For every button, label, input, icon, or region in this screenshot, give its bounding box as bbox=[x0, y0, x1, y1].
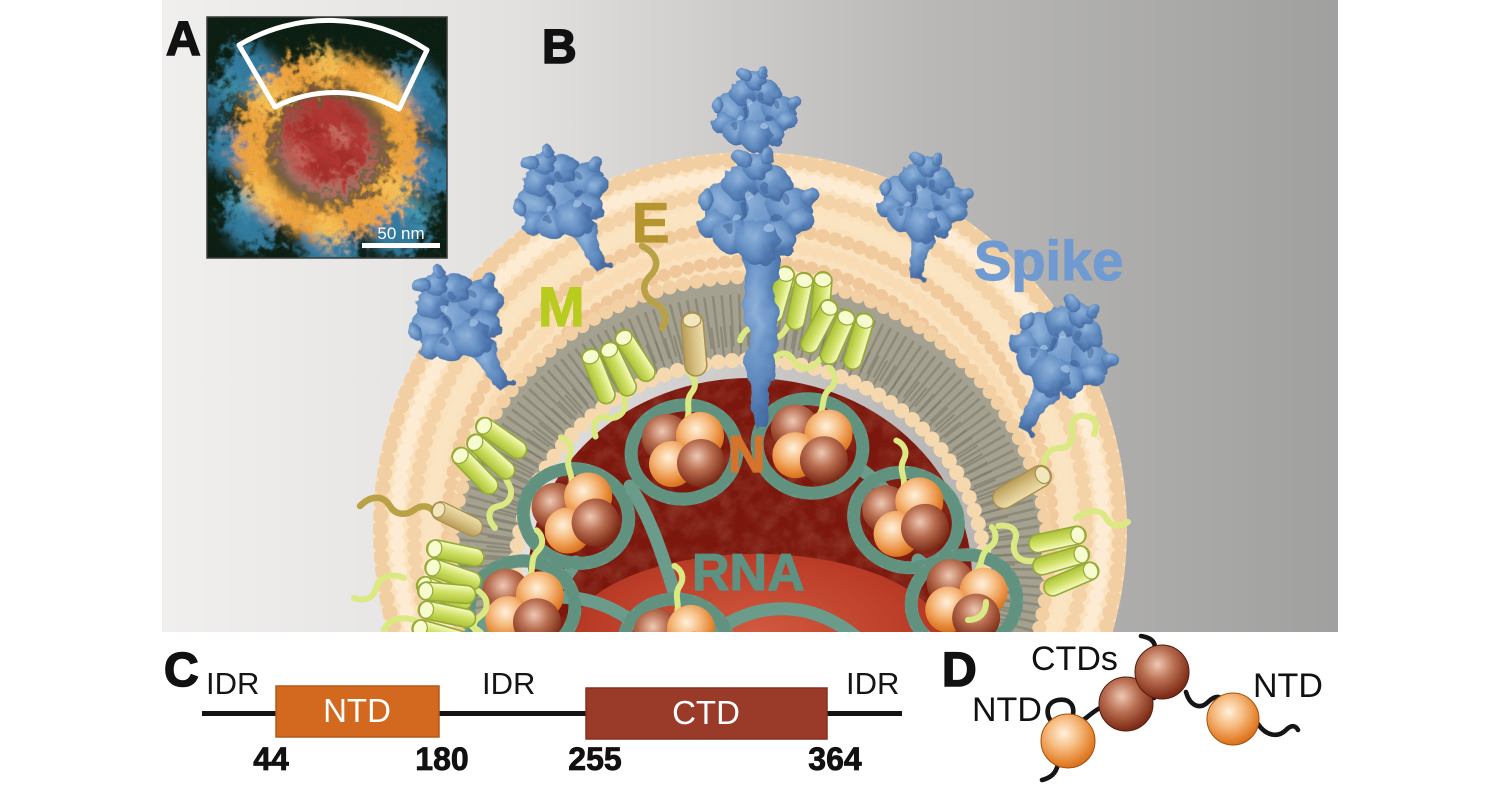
ntd-right-label: NTD bbox=[1253, 667, 1323, 705]
ctd-domain-label: CTD bbox=[672, 694, 740, 731]
e-protein-label: E bbox=[632, 191, 669, 254]
e-proteins bbox=[356, 242, 1099, 540]
panel-a-micrograph: 50 nm A bbox=[165, 12, 448, 259]
scale-bar bbox=[362, 243, 440, 248]
panel-a-label: A bbox=[166, 13, 201, 66]
em-frame bbox=[206, 16, 448, 259]
panel-c-domain-map: C IDR IDR IDR NTD CTD 44 180 255 364 bbox=[163, 643, 902, 777]
e-protein-tail bbox=[638, 242, 669, 332]
idr-label-middle: IDR bbox=[482, 666, 535, 701]
e-protein-tail bbox=[356, 494, 438, 517]
m-protein-label: M bbox=[538, 275, 585, 338]
idr-label-right: IDR bbox=[846, 666, 899, 701]
e-protein-tail bbox=[1040, 412, 1099, 473]
ntd-domain-label: NTD bbox=[323, 692, 391, 729]
ntd-left-label: NTD bbox=[972, 691, 1042, 729]
rna-label: RNA bbox=[692, 544, 805, 602]
protein-backbone-line bbox=[202, 711, 902, 716]
e-protein-cylinder bbox=[679, 310, 709, 378]
ntd-sphere-left bbox=[1040, 713, 1096, 769]
ctd-sphere-left bbox=[1098, 676, 1154, 732]
m-protein-bundles bbox=[351, 259, 1131, 632]
ntd-domain-box bbox=[275, 685, 440, 738]
panel-b-label: B bbox=[542, 21, 577, 74]
n-protein-label: N bbox=[728, 426, 766, 484]
residue-364: 364 bbox=[808, 741, 862, 777]
ntd-sphere-right bbox=[1206, 692, 1260, 746]
ctd-domain-box bbox=[585, 687, 828, 740]
panel-b-illustration: B E M Spike N RNA bbox=[162, 0, 1338, 632]
spike-label: Spike bbox=[974, 229, 1123, 292]
residue-255: 255 bbox=[568, 741, 621, 777]
panel-c-label: C bbox=[164, 644, 199, 697]
membrane-roi-outline bbox=[236, 17, 430, 112]
idr-label-left: IDR bbox=[206, 666, 259, 701]
scale-bar-label: 50 nm bbox=[377, 224, 424, 243]
panel-d-dimer-cartoon: D CTDs NTD NTD bbox=[941, 633, 1323, 783]
residue-180: 180 bbox=[415, 741, 468, 777]
panel-d-label: D bbox=[942, 644, 977, 697]
ctd-sphere-right bbox=[1134, 644, 1190, 700]
ctds-label: CTDs bbox=[1031, 640, 1118, 678]
residue-44: 44 bbox=[253, 741, 289, 777]
